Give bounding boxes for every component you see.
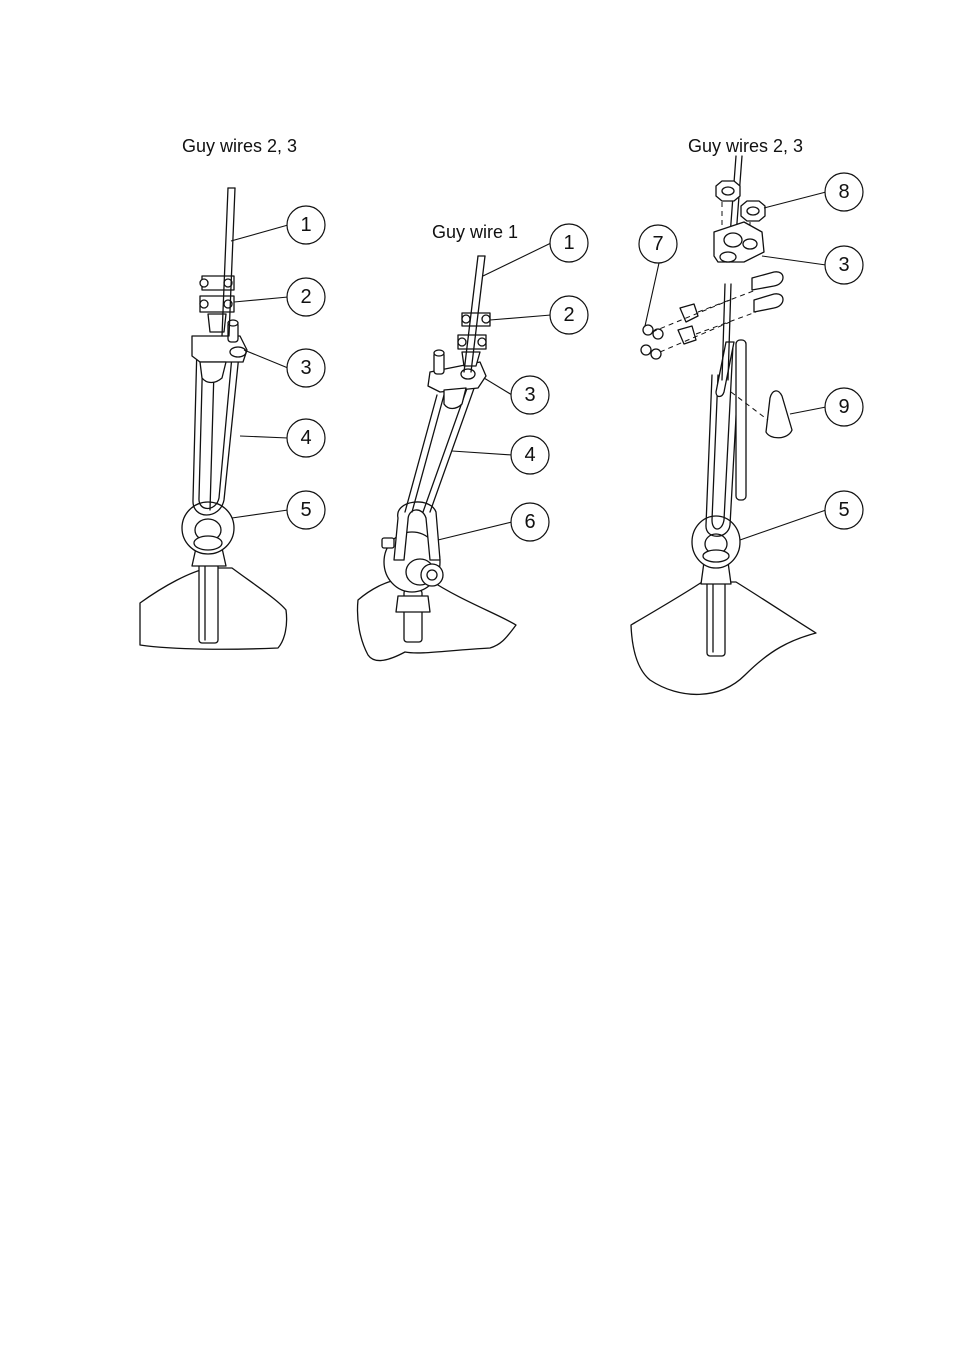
rope-clips: [458, 313, 490, 366]
callout-4: 4: [287, 419, 325, 457]
figure-right-title: Guy wires 2, 3: [688, 136, 803, 156]
svg-text:1: 1: [563, 232, 574, 254]
figure-middle: Guy wire 1: [357, 222, 588, 661]
callout-3: 3: [287, 349, 325, 387]
callout-5: 5: [825, 491, 863, 529]
svg-text:6: 6: [524, 511, 535, 533]
u-bolts: [752, 272, 783, 312]
callout-6: 6: [511, 503, 549, 541]
svg-text:1: 1: [300, 214, 311, 236]
wire-clamp: [714, 222, 764, 262]
figure-middle-title: Guy wire 1: [432, 222, 518, 242]
callout-3: 3: [825, 246, 863, 284]
wire-rope-loop: [405, 380, 477, 512]
svg-text:4: 4: [524, 444, 535, 466]
figure-left-title: Guy wires 2, 3: [182, 136, 297, 156]
svg-text:3: 3: [838, 254, 849, 276]
figure-right: Guy wires 2, 3: [631, 136, 863, 694]
eye-nut: [182, 502, 234, 566]
callout-4: 4: [511, 436, 549, 474]
callout-7: 7: [639, 225, 677, 263]
callout-5: 5: [287, 491, 325, 529]
ground-surface: [357, 580, 516, 661]
callout-3: 3: [511, 376, 549, 414]
callout-2: 2: [550, 296, 588, 334]
svg-text:2: 2: [300, 286, 311, 308]
callout-9: 9: [825, 388, 863, 426]
anchor-rod: [199, 555, 218, 643]
wire-rope-loop: [706, 284, 746, 536]
svg-text:2: 2: [563, 304, 574, 326]
svg-text:3: 3: [300, 357, 311, 379]
callout-1: 1: [287, 206, 325, 244]
anchor-rod: [707, 578, 725, 656]
figure-left: Guy wires 2, 3: [140, 136, 325, 649]
callout-1: 1: [550, 224, 588, 262]
svg-text:4: 4: [300, 427, 311, 449]
callout-2: 2: [287, 278, 325, 316]
callout-8: 8: [825, 173, 863, 211]
svg-text:5: 5: [300, 499, 311, 521]
svg-text:5: 5: [838, 499, 849, 521]
svg-text:3: 3: [524, 384, 535, 406]
svg-text:9: 9: [838, 396, 849, 418]
svg-text:8: 8: [838, 181, 849, 203]
svg-text:7: 7: [652, 233, 663, 255]
eye-nut: [692, 516, 740, 584]
